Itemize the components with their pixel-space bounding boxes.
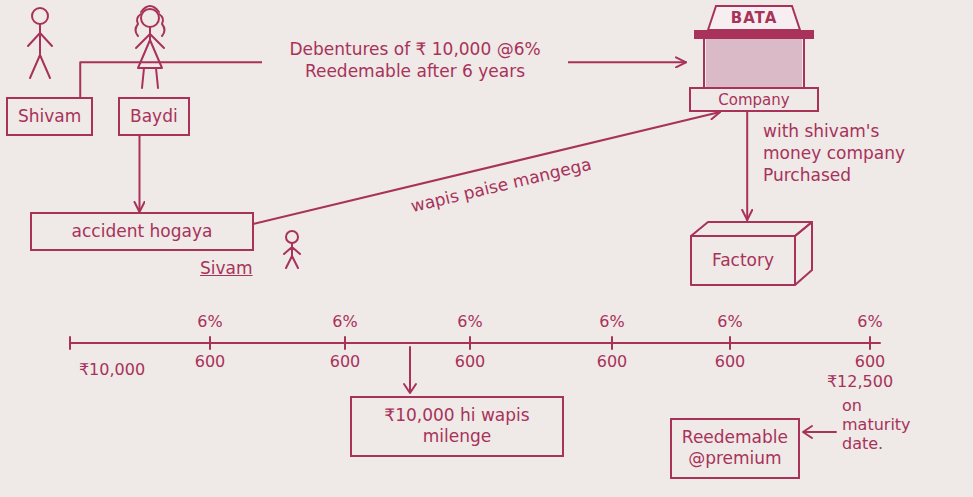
connector-arrow xyxy=(138,136,140,212)
block-side xyxy=(795,222,812,285)
interest-rate: 6% xyxy=(455,312,484,331)
interest-amount: 600 xyxy=(193,352,228,371)
amount: ₹12,500 xyxy=(825,372,895,391)
box-label: Shivam xyxy=(18,106,81,127)
amount: ₹10,000 xyxy=(77,360,147,379)
pointer-arrow xyxy=(803,426,836,438)
stick-figure xyxy=(28,24,52,78)
connector-arrow xyxy=(746,112,748,220)
interest-rate: 6% xyxy=(855,312,884,331)
note: on maturity date. xyxy=(840,396,928,454)
block-top xyxy=(691,222,812,236)
connector-arrow xyxy=(254,112,720,224)
figure-head xyxy=(286,231,298,243)
interest-amount: 600 xyxy=(595,352,630,371)
note-box: Reedemable @premium xyxy=(670,418,800,479)
event-box: accident hogaya xyxy=(30,212,254,251)
box-label: Reedemable @premium xyxy=(682,427,788,470)
box-label: BATA xyxy=(731,9,778,27)
interest-amount: 600 xyxy=(328,352,363,371)
shop-pillar xyxy=(704,39,804,88)
figure-head xyxy=(141,9,159,27)
sketch-ink xyxy=(28,6,880,438)
timeline-tick xyxy=(210,337,870,349)
box-label: accident hogaya xyxy=(42,221,242,242)
person-name-box: Baydi xyxy=(118,97,190,136)
figure-head xyxy=(32,8,48,24)
shop-base xyxy=(690,88,818,111)
shop-interior xyxy=(706,39,802,88)
stick-figure xyxy=(284,243,300,268)
timeline xyxy=(70,337,880,349)
box-label: ₹10,000 hi wapis milenge xyxy=(362,405,552,448)
stick-figure xyxy=(136,27,164,88)
interest-rate: 6% xyxy=(715,312,744,331)
interest-rate: 6% xyxy=(597,312,626,331)
factory-box: Factory xyxy=(690,220,814,286)
company-building: BATA Company xyxy=(686,4,822,112)
box-label: Baydi xyxy=(130,106,178,127)
edge-label: wapis paise mangega xyxy=(406,152,597,218)
interest-amount: 600 xyxy=(713,352,748,371)
interest-rate: 6% xyxy=(195,312,224,331)
block-front xyxy=(691,236,795,285)
person-name-box: Shivam xyxy=(6,97,93,136)
person-name: Sivam xyxy=(198,258,255,278)
note-box: ₹10,000 hi wapis milenge xyxy=(350,396,564,457)
shop-sign xyxy=(708,6,800,30)
interest-amount: 600 xyxy=(453,352,488,371)
interest-rate: 6% xyxy=(330,312,359,331)
shop-awning xyxy=(694,30,814,39)
edge-label: Debentures of ₹ 10,000 @6% Reedemable af… xyxy=(262,38,568,82)
factory-block xyxy=(691,222,812,285)
interest-amount: 600 xyxy=(853,352,888,371)
connectors xyxy=(80,62,747,223)
box-label: Factory xyxy=(712,250,774,271)
edge-label: with shivam's money company Purchased xyxy=(760,120,936,186)
pointer-arrow xyxy=(404,347,416,393)
box-label: Company xyxy=(718,91,789,109)
